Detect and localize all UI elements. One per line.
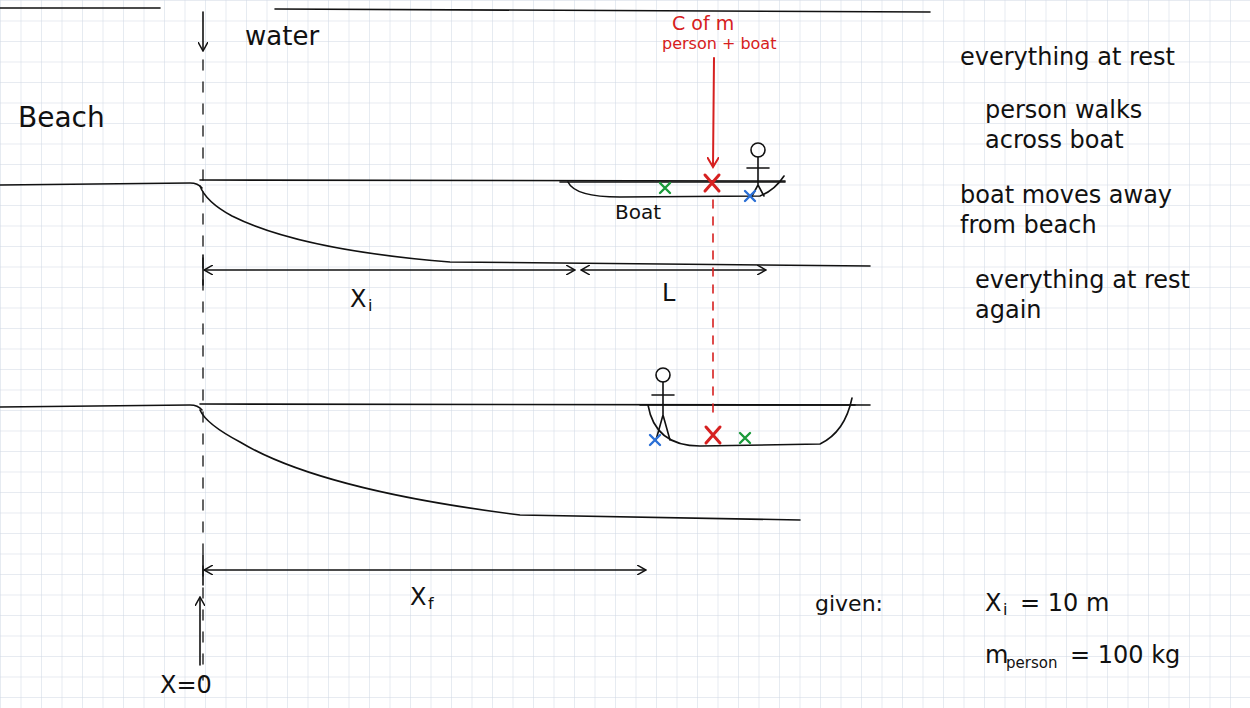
dimension-subscript: f	[428, 594, 434, 614]
given-symbol: X	[985, 588, 1001, 618]
state-note: everything at rest	[960, 42, 1175, 72]
state-note: everything at rest again	[975, 265, 1205, 325]
origin-label: X=0	[160, 670, 212, 700]
center-of-mass-label: person + boat	[662, 34, 776, 54]
given-label: given:	[815, 590, 883, 618]
step-note: person walks across boat	[985, 95, 1175, 155]
beach-label: Beach	[18, 100, 105, 135]
step-note: boat moves away from beach	[960, 180, 1180, 240]
dimension-label: X	[350, 284, 366, 314]
center-of-mass-label: C of m	[672, 12, 734, 36]
given-subscript: i	[1003, 600, 1007, 620]
dimension-subscript: i	[368, 296, 372, 316]
given-value: = 10 m	[1020, 588, 1109, 618]
water-label: water	[245, 20, 319, 53]
dimension-label: L	[662, 278, 675, 308]
boat-label: Boat	[615, 200, 661, 225]
dimension-label: X	[410, 582, 426, 612]
given-subscript: person	[1006, 654, 1057, 673]
given-symbol: m	[985, 640, 1008, 670]
given-value: = 100 kg	[1070, 640, 1180, 670]
